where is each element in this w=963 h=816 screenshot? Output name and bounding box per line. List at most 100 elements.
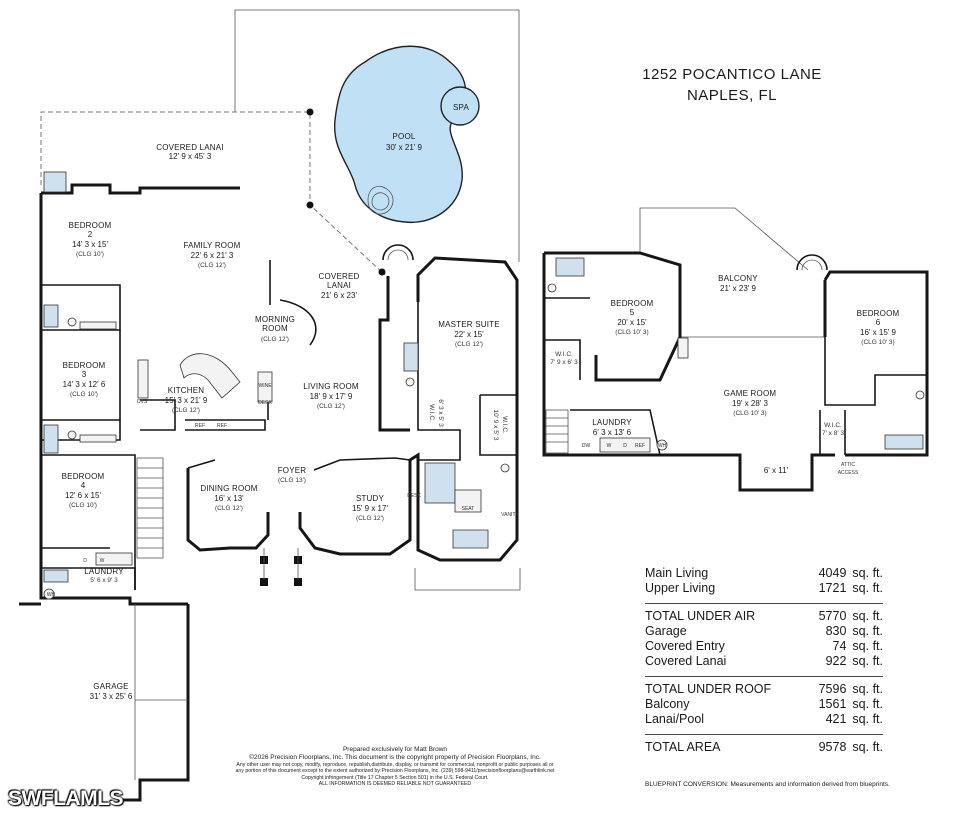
copyright-line: ALL INFORMATION IS DEEMED RELIABLE NOT G… (318, 781, 472, 788)
bedroom3-dims: 14' 3 x 12' 6 (63, 380, 106, 389)
area-label: Garage (645, 624, 687, 638)
copyright-block: Prepared exclusively for Matt Brown ©202… (200, 746, 590, 788)
kitchen-dims: 15' 3 x 21' 9 (165, 396, 208, 405)
address-line2: NAPLES, FL (686, 87, 778, 104)
kitchen-name: KITCHEN (168, 386, 205, 395)
divider (645, 734, 883, 735)
dining-room-name: DINING ROOM (200, 484, 257, 493)
upper-floor-plan: W D REF WH DW BALCONY 21' x 23' 9 BEDROO… (542, 207, 929, 492)
w-label-main: W (100, 558, 105, 564)
area-value: 830 (825, 624, 847, 638)
bedroom6-clg: (CLG 10' 3) (861, 339, 894, 346)
area-value: 1561 (818, 697, 847, 711)
wic-master1-name: W.I.C. (428, 404, 435, 422)
laundry-up-name: LAUNDRY (592, 418, 632, 427)
wic-master2-dims: 10' 9 x 5' 3 (492, 409, 499, 440)
laundry-up-dims: 6' 3 x 13' 6 (593, 428, 632, 437)
bedroom2-dims: 14' 3 x 15' (72, 240, 108, 249)
bedroom6-dims: 16' x 15' 9 (860, 328, 897, 337)
attic-line2: ACCESS (838, 470, 859, 476)
balcony-name: BALCONY (718, 274, 758, 283)
pool-name: POOL (392, 132, 415, 141)
master-suite-name: MASTER SUITE (438, 320, 500, 329)
d-label-up: D (623, 443, 627, 449)
ref-label-up: REF (635, 443, 645, 449)
area-unit: sq. ft. (852, 624, 883, 638)
area-row: Upper Living 1721 sq. ft. (645, 581, 883, 596)
wic-up1-name: W.I.C. (555, 351, 573, 358)
area-unit: sq. ft. (852, 740, 883, 754)
d-label-main: D (83, 558, 87, 564)
covered-lanai-top-name: COVERED LANAI (156, 143, 224, 152)
area-label: Upper Living (645, 581, 716, 595)
bedroom5-dims: 20' x 15' (617, 318, 647, 327)
ref-label-1: REF (195, 423, 205, 429)
foyer-name: FOYER (278, 466, 307, 475)
family-room-dims: 22' 6 x 21' 3 (191, 251, 234, 260)
copyright-line: ©2026 Precision Floorplans, Inc. This do… (249, 754, 541, 761)
master-suite-dims: 22' x 15' (454, 330, 484, 339)
attic-line1: ATTIC (841, 462, 855, 468)
kitchen-clg: (CLG 12') (172, 407, 200, 414)
area-value: 5770 (818, 609, 847, 623)
area-unit: sq. ft. (852, 609, 883, 623)
laundry-main-dims: 5' 6 x 9' 3 (90, 577, 118, 584)
morning-room-name2: ROOM (262, 324, 288, 333)
wic-up1-dims: 7' 9 x 6' 3 (550, 359, 578, 366)
living-room-dims: 18' 9 x 17' 9 (310, 392, 353, 401)
area-unit: sq. ft. (852, 697, 883, 711)
alcove-dims: 6' x 11' (764, 466, 789, 475)
area-unit: sq. ft. (852, 654, 883, 668)
watermark-logo: SWFLAMLS (8, 787, 123, 810)
area-unit: sq. ft. (852, 639, 883, 653)
area-label: TOTAL UNDER ROOF (645, 682, 772, 696)
garage-name: GARAGE (93, 682, 128, 691)
covered-lanai-mid-name2: LANAI (327, 281, 351, 290)
dw-label-up: DW (582, 443, 591, 449)
area-value: 7596 (818, 682, 847, 696)
game-room-name: GAME ROOM (724, 389, 777, 398)
main-stairs (136, 457, 164, 559)
main-floor-plan: OVS REF REF WINE DESK DESK SEAT VANITY D… (19, 108, 521, 802)
ref-label-2: REF (217, 423, 227, 429)
wic-master1-dims: 6' 3 x 5' 3 (437, 399, 444, 427)
area-unit: sq. ft. (852, 581, 883, 595)
property-title: 1252 POCANTICO LANE NAPLES, FL (600, 64, 864, 106)
area-value: 922 (825, 654, 847, 668)
family-room-name: FAMILY ROOM (183, 241, 240, 250)
vanity-label: VANITY (501, 512, 519, 518)
study-name: STUDY (356, 494, 385, 503)
area-label: Balcony (645, 697, 690, 711)
bedroom5-name: BEDROOM (611, 299, 654, 308)
address-line1: 1252 POCANTICO LANE (642, 66, 822, 83)
foyer-clg: (CLG 13') (278, 477, 306, 484)
bedroom4-name: BEDROOM (62, 472, 105, 481)
living-room-name: LIVING ROOM (303, 382, 359, 391)
wic-up2-name: W.I.C. (824, 422, 842, 429)
ovs-label: OVS (137, 399, 148, 405)
area-value: 74 (832, 639, 847, 653)
balcony-dims: 21' x 23' 9 (720, 284, 757, 293)
area-unit: sq. ft. (852, 682, 883, 696)
master-suite-clg: (CLG 12') (455, 341, 483, 348)
kitchen-island (179, 353, 241, 399)
morning-room-name: MORNING (255, 315, 295, 324)
w-label-up: W (607, 443, 612, 449)
pool-area: POOL 30' x 21' 9 SPA (234, 9, 520, 262)
bedroom4-num: 4 (81, 481, 86, 490)
area-value: 1721 (818, 581, 847, 595)
blueprint-note: BLUEPRINT CONVERSION: Measurements and i… (645, 781, 890, 788)
game-room-clg: (CLG 10' 3) (733, 410, 766, 417)
bedroom2-name: BEDROOM (69, 221, 112, 230)
area-unit: sq. ft. (852, 566, 883, 580)
copyright-line: Any other user may not copy, modify, rep… (236, 762, 554, 768)
area-label: Lanai/Pool (645, 712, 705, 726)
copyright-line: any portion of this document except to t… (235, 768, 555, 775)
area-row: Garage 830 sq. ft. (645, 624, 883, 639)
